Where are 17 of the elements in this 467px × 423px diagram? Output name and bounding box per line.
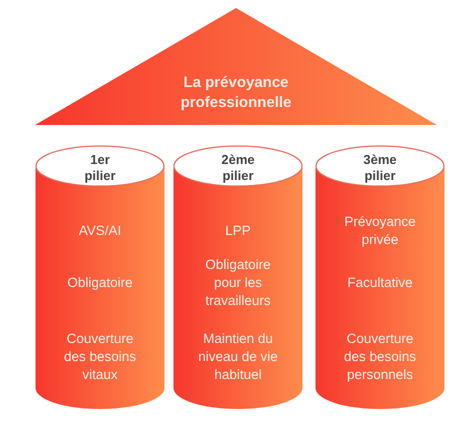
roof-title: La prévoyance professionnelle [180, 73, 292, 113]
pillar-heading: 2ème pilier [221, 152, 255, 184]
pillar-text: Couverture des besoins personnels [342, 330, 418, 384]
pillar-text: Maintien du niveau de vie habituel [197, 330, 279, 384]
pillar-heading: 1er pilier [84, 152, 116, 184]
pillar-text: Prévoyance privée [343, 213, 417, 249]
pillar-text: Couverture des besoins vitaux [62, 330, 138, 384]
pillar-cylinder [35, 145, 165, 410]
roof-triangle [35, 8, 437, 125]
pillar-heading: 3ème pilier [363, 152, 397, 184]
pillar-text: Obligatoire [66, 274, 134, 292]
pillar-text: AVS/AI [78, 222, 122, 240]
pillar-text: Obligatoire pour les travailleurs [204, 256, 272, 310]
pillar-text: Facultative [346, 274, 414, 292]
pillar-cylinder [173, 145, 303, 410]
pillar-text: LPP [224, 222, 252, 240]
pillar-cylinder [315, 145, 445, 410]
